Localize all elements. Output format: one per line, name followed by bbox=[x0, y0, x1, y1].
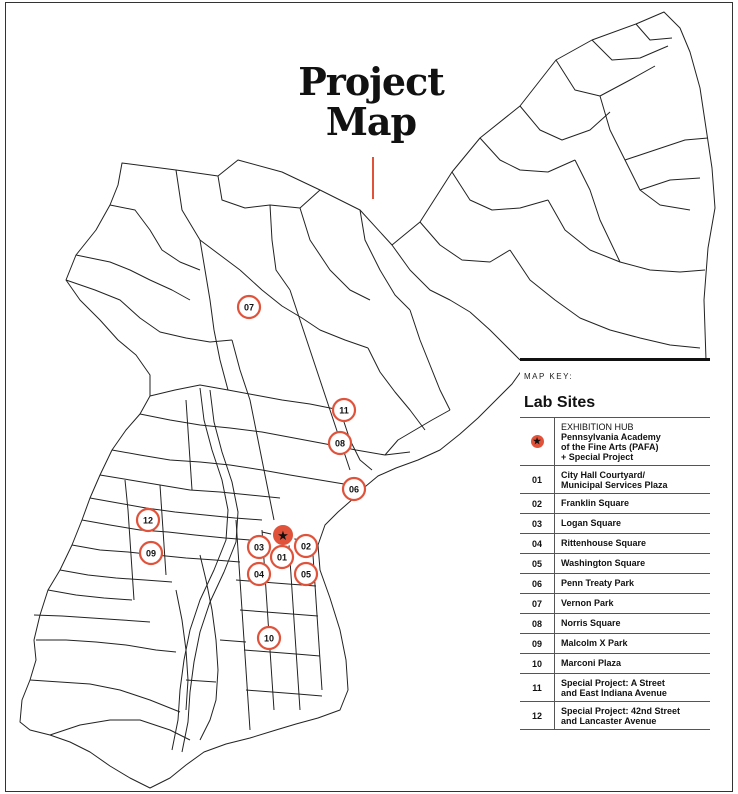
legend-row-name: Washington Square bbox=[555, 554, 645, 573]
legend-row-name: Logan Square bbox=[555, 514, 621, 533]
legend-row-number: 07 bbox=[520, 594, 555, 613]
legend-rows: ★ EXHIBITION HUB Pennsylvania Academy of… bbox=[520, 417, 710, 730]
legend-row: 04 Rittenhouse Square bbox=[520, 534, 710, 554]
legend-row-number: 02 bbox=[520, 494, 555, 513]
legend-row-name-line-1: Franklin Square bbox=[561, 498, 630, 508]
site-marker-01: 01 bbox=[269, 544, 295, 570]
legend-row-hub: ★ EXHIBITION HUB Pennsylvania Academy of… bbox=[520, 418, 710, 466]
legend-row-name: Vernon Park bbox=[555, 594, 614, 613]
legend-row-number: 11 bbox=[520, 674, 555, 701]
site-marker-label: 12 bbox=[143, 516, 153, 526]
map-key-label: MAP KEY: bbox=[524, 372, 574, 381]
site-marker-10: 10 bbox=[256, 625, 282, 651]
site-marker-label: 02 bbox=[301, 542, 311, 552]
legend-row-name-line-1: Rittenhouse Square bbox=[561, 538, 647, 548]
legend-row-number: 10 bbox=[520, 654, 555, 673]
site-marker-05: 05 bbox=[293, 561, 319, 587]
legend-row: 10 Marconi Plaza bbox=[520, 654, 710, 674]
site-marker-label: 07 bbox=[244, 303, 254, 313]
legend-row: 03 Logan Square bbox=[520, 514, 710, 534]
site-marker-label: 04 bbox=[254, 570, 264, 580]
legend-row-number: 03 bbox=[520, 514, 555, 533]
site-marker-label: 11 bbox=[339, 406, 349, 416]
legend-row: 05 Washington Square bbox=[520, 554, 710, 574]
legend-top-rule bbox=[520, 358, 710, 361]
site-marker-label: 08 bbox=[335, 439, 345, 449]
legend-row-name-line-1: Special Project: A Street bbox=[561, 678, 665, 688]
legend-row-name-line-1: Norris Square bbox=[561, 618, 621, 628]
map-key: MAP KEY: Lab Sites ★ EXHIBITION HUB Penn… bbox=[520, 358, 710, 730]
legend-row: 08 Norris Square bbox=[520, 614, 710, 634]
legend-row-name: Penn Treaty Park bbox=[555, 574, 634, 593]
site-marker-label: 10 bbox=[264, 634, 274, 644]
site-marker-07: 07 bbox=[236, 294, 262, 320]
star-icon: ★ bbox=[530, 435, 544, 448]
legend-row-number: 05 bbox=[520, 554, 555, 573]
hub-line-3: of the Fine Arts (PAFA) bbox=[561, 442, 659, 452]
site-marker-label: 03 bbox=[254, 543, 264, 553]
legend-row-number: 09 bbox=[520, 634, 555, 653]
title-line-2: Map bbox=[325, 99, 417, 144]
legend-row: 06 Penn Treaty Park bbox=[520, 574, 710, 594]
legend-row-number: 12 bbox=[520, 702, 555, 729]
legend-row-name-line-1: Vernon Park bbox=[561, 598, 614, 608]
site-marker-label: 01 bbox=[277, 553, 287, 563]
title-accent-rule bbox=[372, 157, 374, 199]
site-marker-label: 06 bbox=[349, 485, 359, 495]
site-markers: ★ bbox=[271, 523, 295, 547]
site-marker-09: 09 bbox=[138, 540, 164, 566]
legend-row-number: 01 bbox=[520, 466, 555, 493]
site-marker-04: 04 bbox=[246, 561, 272, 587]
legend-row: 02 Franklin Square bbox=[520, 494, 710, 514]
legend-row-number: 04 bbox=[520, 534, 555, 553]
site-marker-label: 05 bbox=[301, 570, 311, 580]
svg-text:★: ★ bbox=[277, 529, 289, 544]
hub-line-1: EXHIBITION HUB bbox=[561, 422, 634, 432]
legend-row: 07 Vernon Park bbox=[520, 594, 710, 614]
site-marker-label: 09 bbox=[146, 549, 156, 559]
title-line-1: Project bbox=[298, 59, 445, 104]
hub-line-2: Pennsylvania Academy bbox=[561, 432, 661, 442]
legend-row-name: Franklin Square bbox=[555, 494, 629, 513]
legend-row-name-line-2: and Lancaster Avenue bbox=[561, 716, 657, 726]
legend-row-name-line-2: Municipal Services Plaza bbox=[561, 480, 668, 490]
site-marker-11: 11 bbox=[331, 397, 357, 423]
site-marker-08: 08 bbox=[327, 430, 353, 456]
legend-row-name-line-1: Penn Treaty Park bbox=[561, 578, 635, 588]
hub-name: EXHIBITION HUB Pennsylvania Academy of t… bbox=[555, 418, 661, 465]
legend-row-name-line-1: Marconi Plaza bbox=[561, 658, 622, 668]
legend-row-name: Marconi Plaza bbox=[555, 654, 621, 673]
legend-row-name-line-1: Malcolm X Park bbox=[561, 638, 628, 648]
page-title: Project Map bbox=[286, 62, 456, 142]
legend-row-name-line-1: City Hall Courtyard/ bbox=[561, 470, 646, 480]
legend-row: 09 Malcolm X Park bbox=[520, 634, 710, 654]
legend-heading: Lab Sites bbox=[524, 394, 596, 411]
legend-row-number: 06 bbox=[520, 574, 555, 593]
hub-symbol: ★ bbox=[520, 418, 555, 465]
legend-row-name-line-1: Special Project: 42nd Street bbox=[561, 706, 681, 716]
legend-row-name: Rittenhouse Square bbox=[555, 534, 646, 553]
city-outline bbox=[19, 11, 716, 789]
site-marker-12: 12 bbox=[135, 507, 161, 533]
site-marker-03: 03 bbox=[246, 534, 272, 560]
legend-row-name-line-1: Washington Square bbox=[561, 558, 646, 568]
legend-row-name: City Hall Courtyard/Municipal Services P… bbox=[555, 466, 668, 493]
legend-row-name: Malcolm X Park bbox=[555, 634, 628, 653]
site-marker-06: 06 bbox=[341, 476, 367, 502]
legend-row-name-line-2: and East Indiana Avenue bbox=[561, 688, 667, 698]
site-marker-02: 02 bbox=[293, 533, 319, 559]
legend-row-number: 08 bbox=[520, 614, 555, 633]
legend-row-name: Norris Square bbox=[555, 614, 621, 633]
legend-row-name-line-1: Logan Square bbox=[561, 518, 622, 528]
hub-line-4: + Special Project bbox=[561, 452, 634, 462]
exhibition-hub-marker: ★ bbox=[271, 523, 295, 547]
